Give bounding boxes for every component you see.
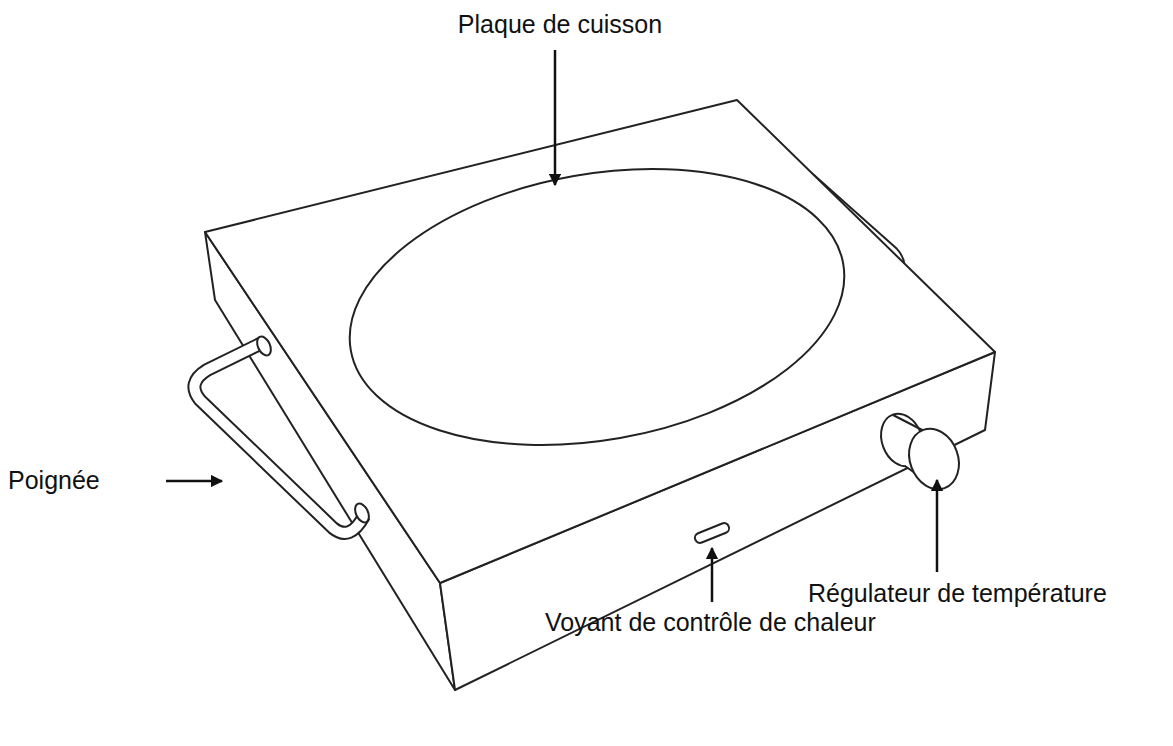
left-handle xyxy=(194,342,364,533)
temperature-knob xyxy=(874,408,967,497)
part-label: Plaque de cuisson xyxy=(430,8,690,41)
part-label: Régulateur de température xyxy=(808,577,1168,610)
part-label: Poignée xyxy=(8,464,158,497)
leader-arrows xyxy=(166,50,937,602)
indicator-light xyxy=(693,522,730,545)
part-label: Voyant de contrôle de chaleur xyxy=(545,606,890,639)
cooking-plate xyxy=(328,133,867,482)
